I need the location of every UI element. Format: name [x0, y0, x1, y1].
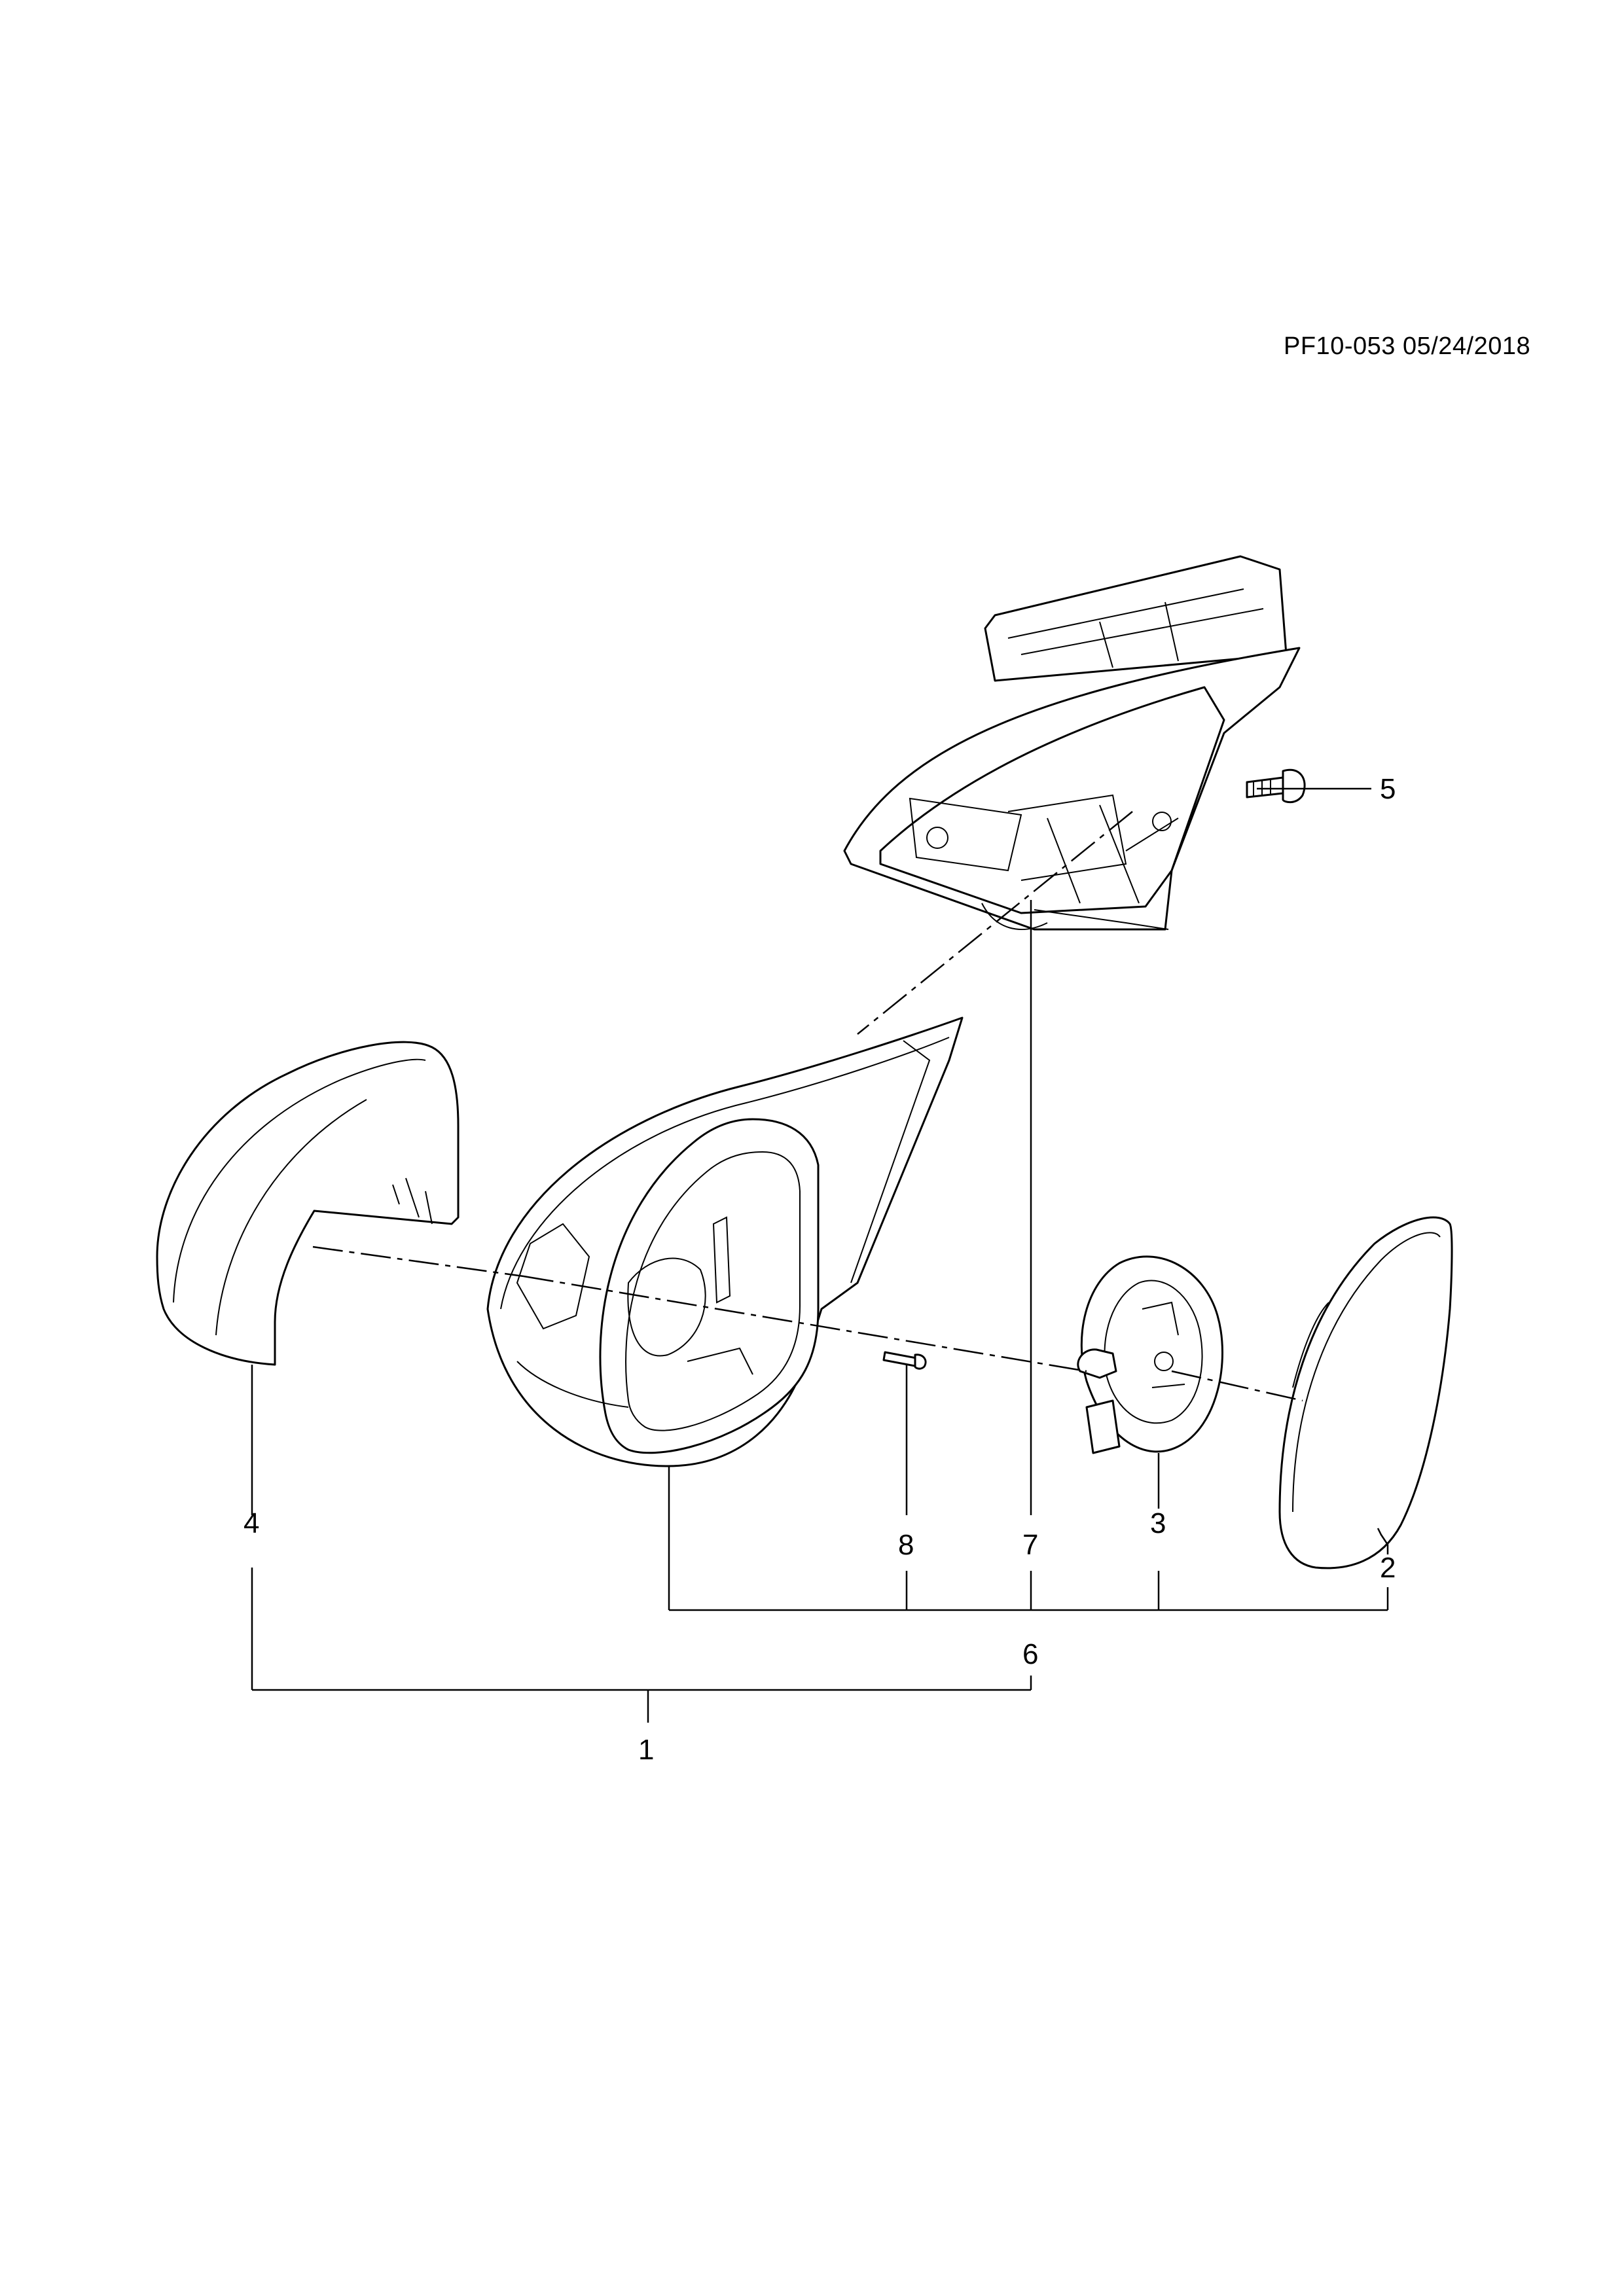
mirror-base-bracket — [843, 555, 1301, 931]
callout-3: 3 — [1150, 1507, 1166, 1539]
assembly-axis-lines — [312, 811, 1303, 1402]
callout-7: 7 — [1022, 1529, 1038, 1561]
callout-6: 6 — [1022, 1638, 1038, 1670]
callout-5: 5 — [1380, 773, 1396, 805]
mirror-cover-cap — [156, 1041, 460, 1366]
callout-2: 2 — [1380, 1552, 1396, 1584]
mirror-housing — [486, 1016, 964, 1467]
callout-8: 8 — [898, 1529, 914, 1561]
mounting-screw — [1246, 768, 1306, 804]
mirror-actuator-motor — [1077, 1255, 1223, 1454]
leader-lines — [251, 787, 1389, 1723]
callout-1: 1 — [638, 1734, 654, 1766]
adjuster-screw — [882, 1351, 927, 1370]
diagram-reference-label: PF10-053 05/24/2018 — [1284, 332, 1531, 360]
callout-4: 4 — [244, 1507, 259, 1539]
mirror-glass — [1278, 1216, 1453, 1570]
